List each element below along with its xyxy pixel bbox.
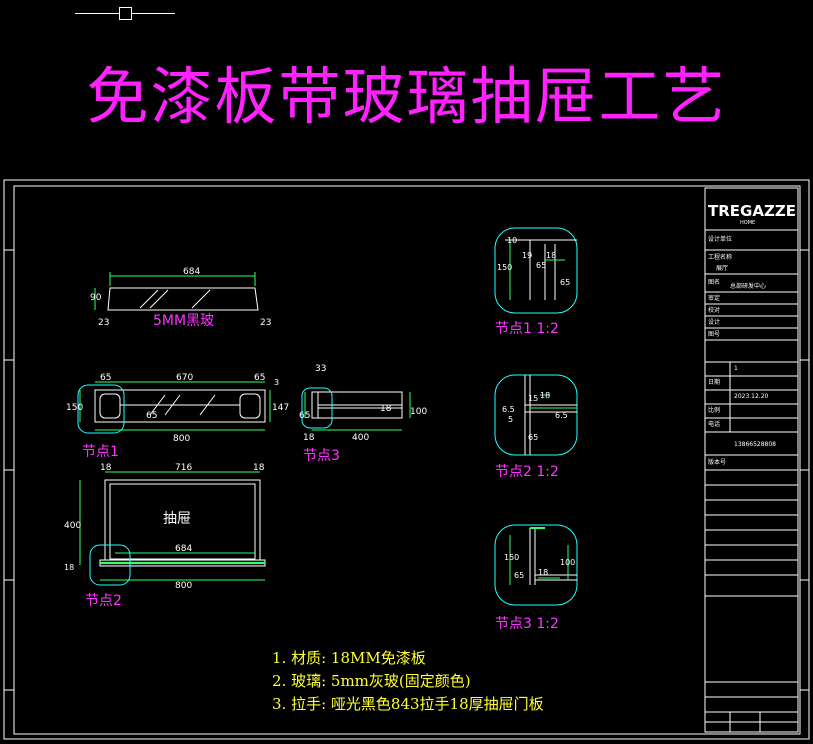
title-block-text: 2023.12.20 xyxy=(734,393,769,400)
detail-dim-label: 65 xyxy=(514,571,524,580)
outer-frame xyxy=(3,179,810,740)
brand-logo-sub: HOME xyxy=(740,220,755,226)
glass-dim-left: 23 xyxy=(98,318,109,328)
front-dim-bottom: 800 xyxy=(175,581,192,591)
note-2: 2. 玻璃: 5mm灰玻(固定颜色) xyxy=(272,672,471,690)
front-dim-height: 400 xyxy=(64,521,81,531)
title-block-text: 审定 xyxy=(708,294,720,302)
title-block-text: 1 xyxy=(734,365,738,372)
detail-2-label: 节点2 1:2 xyxy=(495,464,559,480)
title-block-text: 13866528808 xyxy=(734,441,776,448)
detail-dim-label: 65 xyxy=(536,261,546,270)
section-dim-top: 670 xyxy=(176,373,193,383)
detail-dim-label: 150 xyxy=(504,553,519,562)
detail-dim-label: 19 xyxy=(522,251,532,260)
brand-logo: TREGAZZE xyxy=(708,202,796,220)
glass-dim-width: 684 xyxy=(183,267,200,277)
note-1: 1. 材质: 18MM免漆板 xyxy=(272,649,426,667)
title-block-text: 展厅 xyxy=(716,265,728,272)
drawer-section-view xyxy=(77,381,271,434)
detail-dim-label: 65 xyxy=(528,433,538,442)
detail-dim-label: 5 xyxy=(508,415,513,424)
front-dim-small: 18 xyxy=(64,563,74,572)
detail-3-label: 节点3 1:2 xyxy=(495,616,559,632)
front-dim-middle: 716 xyxy=(175,463,192,473)
detail-dim-label: 6.5 xyxy=(502,405,515,414)
section-dim-lip-left: 65 xyxy=(100,373,111,383)
title-block-text: 图号 xyxy=(708,331,720,338)
section-dim-bottom: 800 xyxy=(173,434,190,444)
side-dim-inner: 18 xyxy=(380,404,392,414)
drawer-side-view xyxy=(301,387,411,431)
detail-dim-label: 18 xyxy=(540,391,550,400)
node2-label: 节点2 xyxy=(85,593,122,609)
side-dim-left: 65 xyxy=(299,411,310,421)
glass-dim-h: 90 xyxy=(90,293,102,303)
inner-frame xyxy=(13,185,801,735)
glass-dim-right: 23 xyxy=(260,318,271,328)
title-block-text: 设计单位 xyxy=(708,235,732,243)
detail-dim-label: 18 xyxy=(546,251,556,260)
node3-label: 节点3 xyxy=(303,448,340,464)
detail-1 xyxy=(494,227,578,314)
glass-panel-view xyxy=(94,272,259,311)
cursor-crosshair-icon xyxy=(75,5,175,21)
title-block-text: 工程名称 xyxy=(708,253,732,261)
detail-dim-label: 6.5 xyxy=(555,411,568,420)
title-block-text: 电话 xyxy=(708,420,720,428)
detail-3 xyxy=(494,524,578,606)
title-block-text: 日期 xyxy=(708,378,720,386)
title-block-text: 图名 xyxy=(708,278,720,286)
detail-dim-label: 18 xyxy=(538,568,548,577)
side-dim-top: 33 xyxy=(315,364,326,374)
drawer-label: 抽屉 xyxy=(163,511,191,527)
section-dim-lip-right: 65 xyxy=(254,373,265,383)
side-dim-bottom: 400 xyxy=(352,433,369,443)
detail-dim-label: 15 xyxy=(528,394,538,403)
note-3: 3. 拉手: 哑光黑色843拉手18厚抽屉门板 xyxy=(272,695,544,713)
section-dim-right-small: 3 xyxy=(274,378,279,387)
detail-dim-label: 100 xyxy=(560,558,575,567)
side-dim-right: 100 xyxy=(410,407,427,417)
detail-1-label: 节点1 1:2 xyxy=(495,321,559,337)
detail-dim-label: 150 xyxy=(497,263,512,272)
drawing-title: 免漆板带玻璃抽屉工艺 xyxy=(86,60,727,133)
detail-dim-label: 10 xyxy=(507,236,517,245)
drawer-front-view xyxy=(79,471,266,586)
front-dim-left: 18 xyxy=(100,463,112,473)
front-dim-inner: 684 xyxy=(175,544,192,554)
detail-3-dims: 150 65 18 100 xyxy=(504,553,575,580)
title-block-text: 比例 xyxy=(708,406,720,414)
section-dim-left-h: 150 xyxy=(66,403,83,413)
title-block-text: 总部研发中心 xyxy=(730,282,766,290)
section-dim-inner: 65 xyxy=(146,411,157,421)
side-dim-bottom-left: 18 xyxy=(303,433,315,443)
title-block xyxy=(704,187,799,733)
glass-label: 5MM黑玻 xyxy=(153,313,214,329)
title-block-text: 校对 xyxy=(708,306,720,314)
front-dim-right: 18 xyxy=(253,463,265,473)
node1-label: 节点1 xyxy=(82,444,119,460)
detail-dim-label: 65 xyxy=(560,278,570,287)
detail-2 xyxy=(494,374,578,456)
section-dim-right-h: 147 xyxy=(272,403,289,413)
title-block-text: 设计 xyxy=(708,318,720,326)
title-block-text: 版本号 xyxy=(708,458,726,466)
